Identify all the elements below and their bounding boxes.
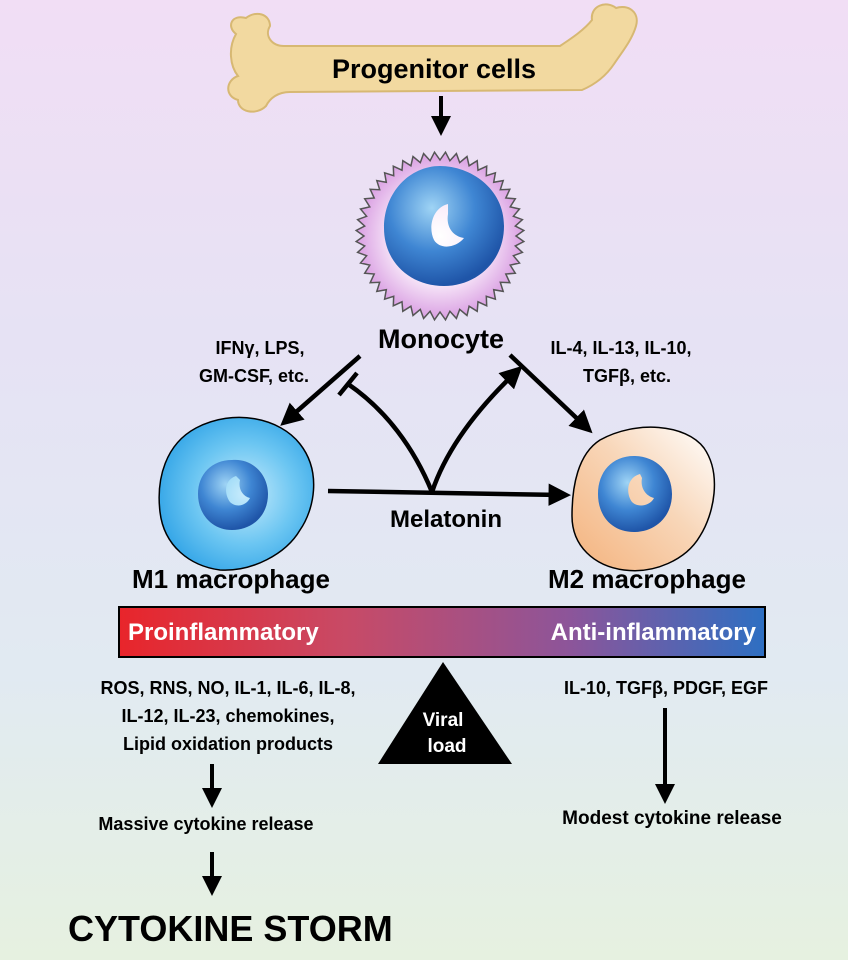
m1-products-line1: ROS, RNS, NO, IL-1, IL-6, IL-8, bbox=[100, 678, 356, 698]
bone-icon bbox=[227, 3, 638, 113]
inflammation-gradient-bar: Proinflammatory Anti-inflammatory bbox=[118, 606, 766, 658]
m2-stimuli-line1: IL-4, IL-13, IL-10, bbox=[550, 338, 692, 358]
melatonin-promotion-curve bbox=[429, 365, 523, 493]
viral-load-line1: Viral bbox=[422, 710, 464, 731]
m2-products-label: IL-10, TGFβ, PDGF, EGF bbox=[563, 678, 769, 698]
antiinflammatory-label: Anti-inflammatory bbox=[550, 619, 756, 646]
m2-macrophage-cell-icon bbox=[571, 426, 716, 572]
cytokine-storm-label: CYTOKINE STORM bbox=[68, 908, 393, 949]
m1-products-line3: Lipid oxidation products bbox=[123, 734, 333, 754]
massive-release-label: Massive cytokine release bbox=[98, 814, 314, 834]
m1-label: M1 macrophage bbox=[132, 564, 330, 594]
m2-stimuli-line2: TGFβ, etc. bbox=[583, 366, 671, 386]
melatonin-label: Melatonin bbox=[390, 506, 502, 533]
arrow-monocyte-to-m1 bbox=[280, 354, 362, 426]
progenitor-label: Progenitor cells bbox=[331, 54, 537, 84]
m1-macrophage-cell-icon bbox=[158, 416, 315, 571]
monocyte-label: Monocyte bbox=[377, 324, 505, 354]
viral-load-line2: load bbox=[427, 736, 467, 757]
m1-stimuli-line2: GM-CSF, etc. bbox=[198, 366, 310, 386]
modest-release-label: Modest cytokine release bbox=[562, 808, 782, 829]
monocyte-cell-icon bbox=[354, 150, 526, 322]
m1-products-line2: IL-12, IL-23, chemokines, bbox=[121, 706, 335, 726]
melatonin-inhibition-curve bbox=[346, 382, 435, 493]
arrow-m1-to-m2 bbox=[327, 483, 571, 507]
arrow-monocyte-to-m2 bbox=[508, 353, 593, 434]
proinflammatory-label: Proinflammatory bbox=[128, 619, 319, 646]
m1-stimuli-line1: IFNγ, LPS, bbox=[215, 338, 305, 358]
viral-load-triangle bbox=[378, 662, 512, 764]
m2-label: M2 macrophage bbox=[548, 564, 746, 594]
inhibition-bar bbox=[337, 371, 359, 397]
